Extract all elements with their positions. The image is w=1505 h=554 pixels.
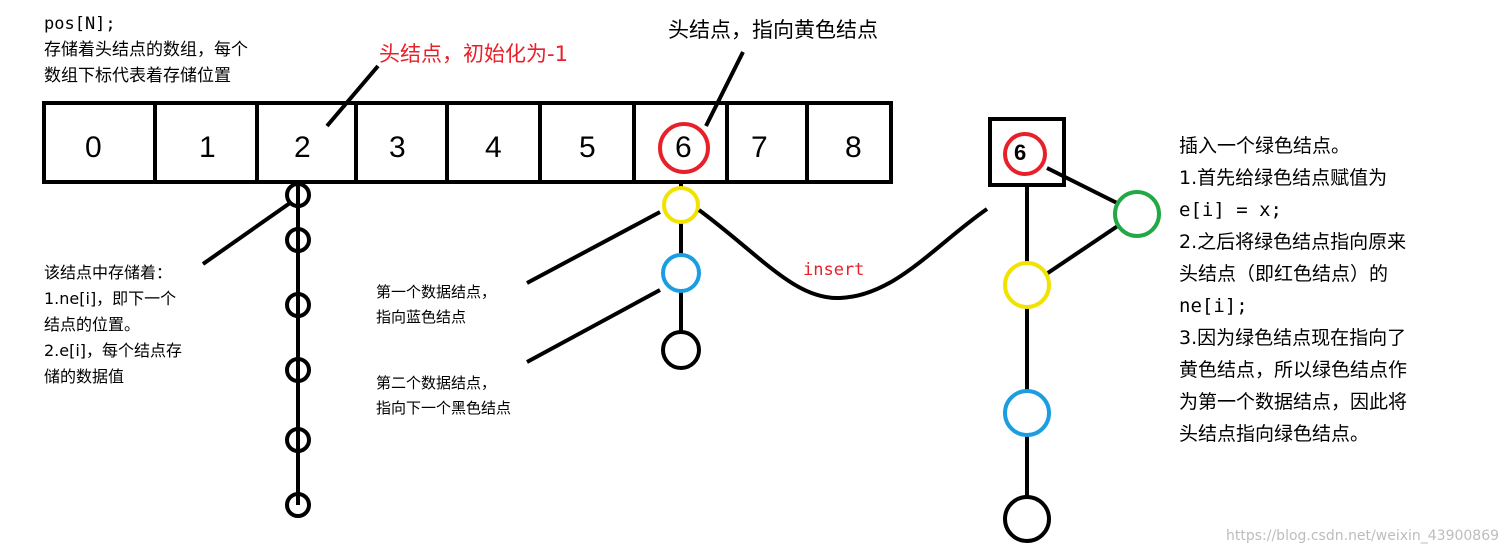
node-circle [285,357,311,383]
header-note-line3: 数组下标代表着存储位置 [44,66,231,86]
insert-curve [697,207,989,301]
chain-left [285,182,311,518]
node-circle [285,227,311,253]
right-yellow-node [1003,261,1051,309]
first-node-pointer [526,210,661,285]
node-storage-line2: 1.ne[i]，即下一个 [44,289,177,308]
header-note-line2: 存储着头结点的数组，每个 [44,40,248,60]
array-cell-3: 3 [389,131,406,164]
right-black-node [1003,495,1051,543]
black-node [661,330,701,370]
chain-right [988,117,1161,543]
head-init-pointer [325,64,380,128]
array-outline [42,101,893,184]
node-storage-pointer [201,201,292,266]
right-red-head-circle [1003,132,1047,176]
array-cell-4: 4 [485,131,502,164]
chain-middle [658,122,710,370]
steps-line10: 头结点指向绿色结点。 [1179,423,1370,445]
second-node-line1: 第二个数据结点， [376,374,497,392]
steps-line9: 为第一个数据结点，因此将 [1179,391,1408,413]
red-head-circle [658,122,710,174]
second-node-pointer [526,288,661,364]
node-circle [285,292,311,318]
head-points-pointer [704,51,745,127]
steps-line7: 3.因为绿色结点现在指向了 [1179,327,1407,349]
array-cell-6: 6 [675,131,692,164]
header-note-line1: pos[N]; [44,14,116,34]
first-node-line1: 第一个数据结点， [376,283,497,301]
node-storage-line5: 储的数据值 [44,367,125,386]
pointer-lines [201,51,745,364]
steps-line1: 插入一个绿色结点。 [1179,135,1351,157]
steps-line3: e[i] = x; [1179,199,1282,221]
array-cell-1: 1 [199,131,216,164]
array-cell-7: 7 [751,131,768,164]
insert-label: insert [803,260,865,280]
node-storage-line3: 结点的位置。 [44,315,141,334]
right-blue-node [1003,389,1051,437]
second-node-line2: 指向下一个黑色结点 [376,399,512,417]
node-circle [285,427,311,453]
yellow-node [662,186,700,224]
array-cell-2: 2 [294,131,311,164]
array-cell-5: 5 [579,131,596,164]
head-points-label: 头结点，指向黄色结点 [668,18,878,42]
blue-node [661,253,701,293]
node-storage-line1: 该结点中存储着： [44,263,173,282]
head-init-label: 头结点，初始化为-1 [379,42,568,66]
steps-line4: 2.之后将绿色结点指向原来 [1179,231,1407,253]
right-head-value: 6 [1014,140,1027,165]
node-circle [285,182,311,208]
green-node [1113,190,1161,238]
node-circle [285,492,311,518]
first-node-line2: 指向蓝色结点 [376,308,467,326]
steps-line8: 黄色结点，所以绿色结点作 [1179,359,1408,381]
array-cell-8: 8 [845,131,862,164]
steps-line2: 1.首先给绿色结点赋值为 [1179,167,1388,189]
watermark: https://blog.csdn.net/weixin_43900869 [1226,528,1500,544]
steps-line5: 头结点（即红色结点）的 [1179,263,1389,285]
array-cell-0: 0 [85,131,102,164]
node-storage-line4: 2.e[i]，每个结点存 [44,341,183,360]
steps-line6: ne[i]; [1179,295,1248,317]
head-array [42,101,893,184]
